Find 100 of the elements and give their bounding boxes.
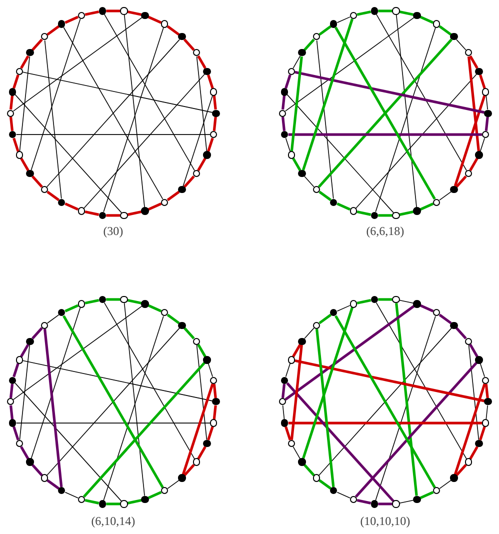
- edge-line: [316, 40, 334, 199]
- vertex-dot: [432, 20, 440, 28]
- edge-line: [184, 38, 195, 51]
- edge-line: [16, 422, 210, 424]
- edge-line: [304, 176, 314, 188]
- vertex-dot: [392, 296, 400, 304]
- edge-line: [282, 404, 285, 420]
- edge-line: [318, 38, 452, 188]
- vertex-dot: [98, 296, 106, 304]
- edge-line: [196, 344, 208, 440]
- edge-line: [127, 298, 142, 304]
- edge-line: [182, 94, 214, 186]
- vertex-dot: [413, 12, 421, 20]
- edge-line: [47, 314, 60, 324]
- edge-line: [64, 202, 79, 211]
- vertex-dot: [160, 308, 168, 316]
- vertex-dot: [475, 440, 483, 448]
- vertex-dot: [8, 130, 16, 138]
- edge-line: [46, 190, 60, 202]
- edge-line: [318, 314, 332, 324]
- edge-line: [286, 382, 394, 502]
- edge-line: [64, 16, 79, 24]
- vertex-dot: [8, 376, 16, 384]
- vertex-dot: [178, 33, 186, 40]
- edge-line: [103, 27, 164, 212]
- edge-line: [12, 363, 20, 378]
- vertex-dot: [475, 151, 483, 159]
- edge-line: [197, 446, 206, 460]
- vertex-dot: [280, 130, 288, 138]
- vertex-dot: [330, 308, 338, 316]
- edge-line: [13, 306, 142, 400]
- vertex-dot: [370, 296, 378, 304]
- edge-line: [454, 94, 486, 186]
- edge-line: [19, 56, 30, 152]
- edge-line: [336, 202, 351, 211]
- edge-line: [396, 14, 417, 208]
- vertex-dot: [141, 300, 149, 308]
- edge-line: [104, 14, 195, 171]
- vertex-dot: [58, 308, 66, 316]
- vertex-dot: [280, 419, 288, 427]
- edge-line: [282, 384, 286, 398]
- edge-line: [375, 316, 436, 501]
- edge-line: [284, 74, 292, 89]
- edge-line: [148, 16, 162, 24]
- edge-line: [182, 383, 214, 475]
- vertex-dot: [370, 500, 378, 508]
- vertex-dot: [312, 474, 320, 482]
- vertex-dot: [203, 440, 211, 448]
- edge-line: [212, 95, 217, 110]
- vertex-dot: [8, 88, 16, 96]
- vertex-dot: [192, 338, 200, 345]
- edge-line: [290, 344, 303, 440]
- vertex-dot: [312, 33, 320, 40]
- edge-line: [84, 210, 100, 216]
- edge-line: [302, 18, 354, 171]
- edge-line: [420, 304, 434, 312]
- edge-line: [64, 492, 78, 498]
- edge-line: [336, 16, 350, 24]
- edge-line: [197, 158, 206, 172]
- vertex-dot: [141, 207, 149, 215]
- edge-line: [336, 492, 350, 498]
- edge-line: [10, 95, 14, 110]
- vertex-dot: [288, 356, 295, 364]
- edge-line: [10, 384, 14, 398]
- vertex-dot: [6, 110, 14, 117]
- vertex-dot: [475, 356, 483, 364]
- edge-line: [456, 176, 467, 188]
- edge-line: [46, 479, 60, 490]
- edge-line: [454, 383, 486, 475]
- edge-line: [304, 328, 314, 339]
- edge-line: [456, 464, 467, 476]
- vertex-dot: [280, 88, 288, 96]
- edge-line: [284, 305, 415, 401]
- vertex-dot: [98, 212, 106, 220]
- vertex-dot: [16, 151, 23, 159]
- edge-line: [166, 190, 180, 202]
- panel-caption: (10,10,10): [360, 514, 410, 528]
- edge-line: [318, 25, 332, 36]
- vertex-dot: [330, 20, 338, 28]
- edge-line: [439, 191, 452, 200]
- edge-line: [103, 316, 164, 501]
- vertex-dot: [160, 20, 168, 28]
- vertex-dot: [212, 110, 220, 117]
- vertex-dot: [120, 500, 128, 508]
- edge-line: [84, 498, 100, 504]
- edge-line: [439, 480, 452, 489]
- vertex-dot: [58, 487, 66, 494]
- edge-line: [292, 344, 302, 358]
- edge-line: [285, 363, 291, 378]
- edge-line: [486, 95, 488, 110]
- edge-line: [282, 116, 286, 132]
- edge-line: [106, 502, 120, 506]
- vertex-dot: [98, 500, 106, 508]
- vertex-dot: [120, 296, 128, 304]
- edge-line: [208, 363, 214, 378]
- vertex-dot: [58, 198, 66, 206]
- edge-line: [395, 303, 418, 496]
- vertex-dot: [312, 322, 320, 329]
- edge-line: [106, 10, 120, 12]
- edge-line: [420, 16, 434, 24]
